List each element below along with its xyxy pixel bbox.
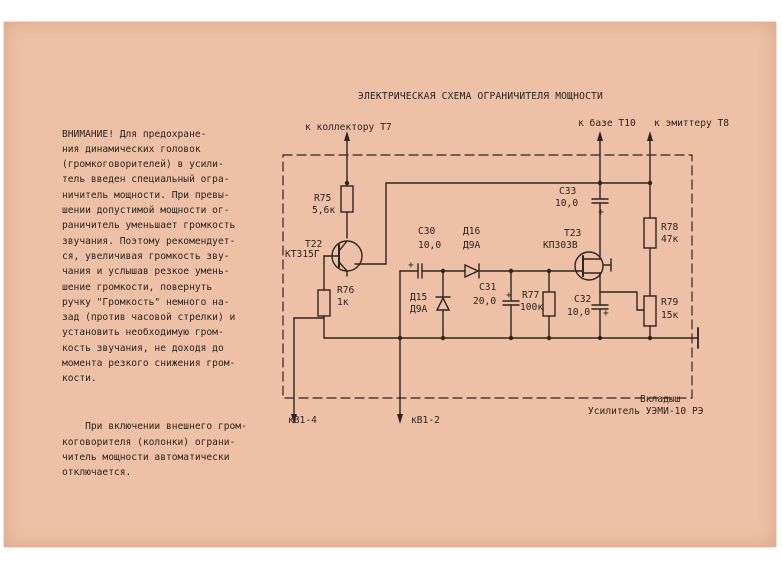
c30-ref: С30	[418, 226, 436, 237]
c33-value: 10,0	[555, 198, 578, 209]
base-t10-input	[597, 131, 603, 200]
r76-ref: R76	[337, 285, 355, 296]
r77-value: 100к	[520, 302, 543, 313]
c32-plus: +	[603, 308, 609, 319]
r79-value: 15к	[661, 310, 679, 321]
warning-note: ВНИМАНИЕ! Для предохране- ния динамическ…	[62, 96, 262, 496]
c31-value: 20,0	[473, 296, 496, 307]
collector-t7-input	[344, 131, 350, 187]
c32-ref: С32	[574, 294, 591, 305]
kv1-2-output	[397, 337, 403, 424]
r77-ref: R77	[522, 290, 540, 301]
d16-type: Д9А	[463, 240, 481, 251]
emitter-t8-input	[647, 131, 653, 219]
board-outline	[282, 154, 693, 399]
c31-ref: С31	[479, 282, 497, 293]
d15-ref: Д15	[410, 292, 427, 303]
resistor-r76	[317, 289, 331, 317]
resistor-r78	[643, 217, 657, 249]
diode-d16	[464, 263, 480, 279]
resistor-r77	[542, 291, 556, 317]
d15-type: Д9А	[410, 304, 428, 315]
c32-value: 10,0	[567, 307, 590, 318]
c30-plus: +	[408, 260, 414, 271]
base-t10-label: к базе Т10	[578, 117, 636, 129]
junction-dots	[344, 180, 653, 341]
diode-d15	[435, 296, 451, 311]
t23-ref: Т23	[564, 228, 582, 239]
c31-plus: +	[506, 290, 512, 301]
r78-ref: R78	[661, 222, 679, 233]
document-sheet	[4, 22, 776, 547]
c30-value: 10,0	[418, 240, 441, 251]
r78-value: 47к	[661, 234, 679, 245]
d16-ref: Д16	[463, 226, 481, 237]
r75-value: 5,6к	[312, 205, 335, 216]
r75-ref: R75	[314, 193, 331, 204]
resistor-r79	[643, 295, 657, 327]
warning-paragraph: ВНИМАНИЕ! Для предохране- ния динамическ…	[62, 128, 236, 385]
kv1-4-label: кВ1-4	[288, 415, 317, 426]
board-caption-line2: Усилитель УЭМИ-10 РЭ	[588, 406, 704, 417]
r79-ref: R79	[661, 297, 679, 308]
t23-type: КП303В	[543, 240, 578, 251]
emitter-t8-label: к эмиттеру Т8	[654, 118, 729, 129]
collector-t7-label: к коллектору Т7	[305, 122, 392, 133]
board-caption-line1: Вкладыш	[640, 394, 681, 405]
kv1-2-label: кВ1-2	[411, 415, 440, 426]
r76-value: 1к	[337, 297, 349, 308]
transistor-t23	[574, 251, 604, 281]
t22-type: КТ315Г	[285, 249, 320, 260]
t22-ref: Т22	[305, 239, 322, 250]
kv1-4-output	[291, 317, 325, 424]
c33-plus: +	[598, 207, 604, 218]
diagram-title: ЭЛЕКТРИЧЕСКАЯ СХЕМА ОГРАНИЧИТЕЛЯ МОЩНОСТ…	[358, 91, 604, 102]
external-speaker-paragraph: При включении внешнего гром- коговорител…	[62, 421, 247, 479]
c33-ref: С33	[559, 186, 577, 197]
resistor-r75	[340, 185, 354, 213]
